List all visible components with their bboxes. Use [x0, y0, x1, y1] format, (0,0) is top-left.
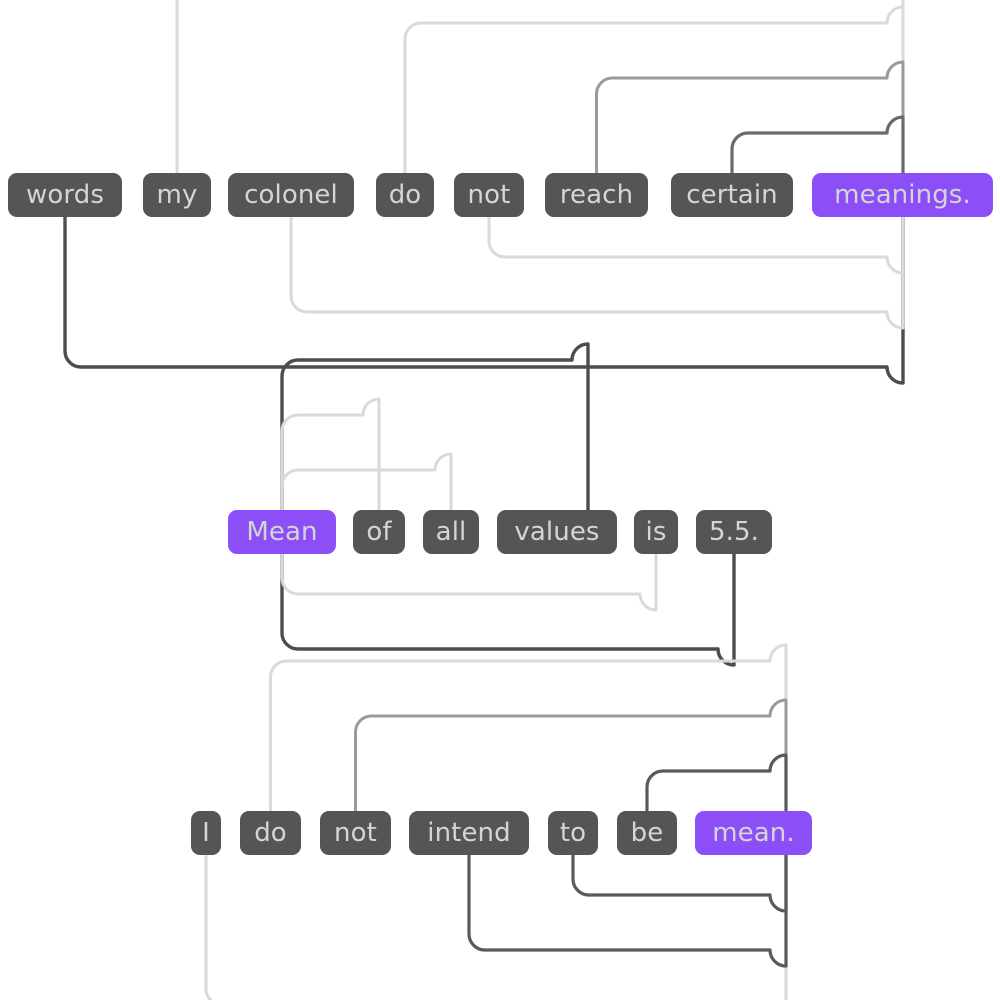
- token-all-r2[interactable]: all: [423, 510, 479, 554]
- token-of-r2[interactable]: of: [353, 510, 405, 554]
- token-mean-r2[interactable]: Mean: [228, 510, 336, 554]
- token-not-r1[interactable]: not: [454, 173, 524, 217]
- token-be-r3[interactable]: be: [617, 811, 677, 855]
- token-55-r2[interactable]: 5.5.: [696, 510, 772, 554]
- token-mean-r3[interactable]: mean.: [695, 811, 812, 855]
- token-values-r2[interactable]: values: [497, 510, 617, 554]
- token-colonel-r1[interactable]: colonel: [228, 173, 354, 217]
- token-i-r3[interactable]: I: [191, 811, 221, 855]
- token-do-r3[interactable]: do: [240, 811, 301, 855]
- token-meanings-r1[interactable]: meanings.: [812, 173, 993, 217]
- token-words-r1[interactable]: words: [8, 173, 122, 217]
- token-certain-r1[interactable]: certain: [671, 173, 793, 217]
- token-is-r2[interactable]: is: [634, 510, 678, 554]
- token-reach-r1[interactable]: reach: [545, 173, 648, 217]
- token-intend-r3[interactable]: intend: [409, 811, 529, 855]
- token-not-r3[interactable]: not: [320, 811, 391, 855]
- token-do-r1[interactable]: do: [376, 173, 434, 217]
- token-my-r1[interactable]: my: [143, 173, 211, 217]
- token-to-r3[interactable]: to: [548, 811, 598, 855]
